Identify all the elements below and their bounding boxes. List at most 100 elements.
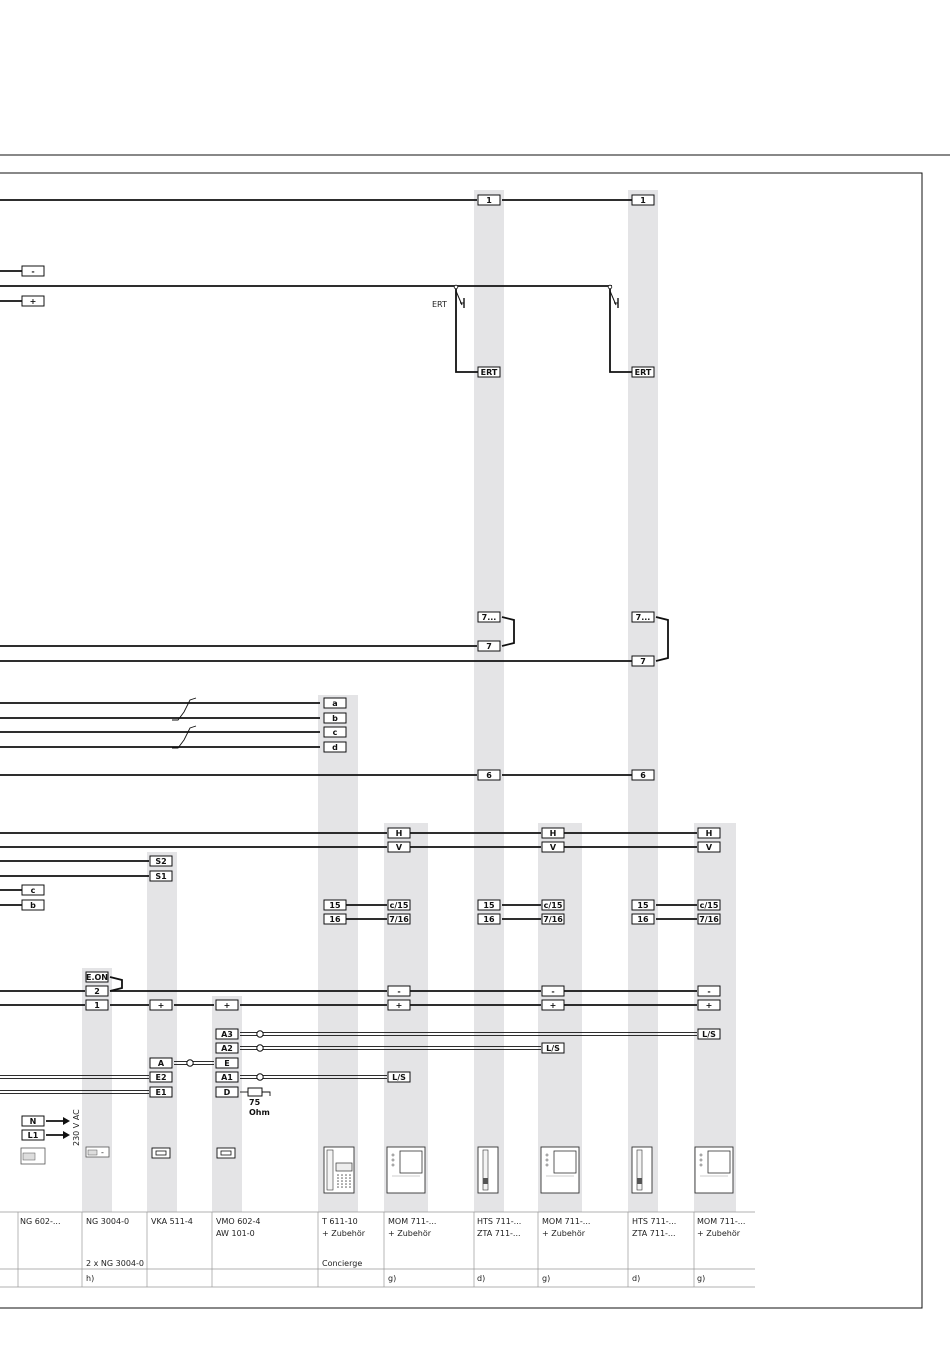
terminal-label: A xyxy=(158,1059,165,1068)
device-sub-t611: Concierge xyxy=(322,1259,362,1268)
psu-small-icon-panel xyxy=(87,1149,98,1156)
terminal-box xyxy=(215,1057,239,1069)
terminal-label: c xyxy=(333,728,338,737)
keypad-dot xyxy=(345,1180,347,1182)
terminal-seven_dots: 7... xyxy=(477,611,501,623)
terminal-label: + xyxy=(550,1001,557,1010)
terminal-box xyxy=(387,899,411,911)
terminal-label: 15 xyxy=(329,901,341,910)
terminal-box xyxy=(323,913,347,925)
terminal-E: E xyxy=(215,1057,239,1069)
terminal-plus: + xyxy=(387,999,411,1011)
terminal-box xyxy=(85,971,109,983)
terminal-label: - xyxy=(551,987,554,996)
terminal-box xyxy=(21,295,45,307)
device-name-mom3: MOM 711-... xyxy=(697,1217,745,1226)
device-name-vka: VKA 511-4 xyxy=(151,1217,193,1226)
psu-icon-panel xyxy=(22,1152,36,1161)
terminal-label: 15 xyxy=(637,901,649,910)
terminal-box xyxy=(21,884,45,896)
device-footnote-hts2: d) xyxy=(632,1274,640,1283)
terminal-box xyxy=(631,769,655,781)
terminal-label: V xyxy=(550,843,557,852)
resistor-unit: Ohm xyxy=(249,1108,270,1117)
mains-l1-arrow-head xyxy=(63,1131,70,1139)
terminal-label: V xyxy=(706,843,713,852)
terminal-label: E2 xyxy=(155,1073,166,1082)
terminal-box xyxy=(477,913,501,925)
terminal-label: + xyxy=(706,1001,713,1010)
terminal-E2: E2 xyxy=(149,1071,173,1083)
terminal-label: A2 xyxy=(221,1044,233,1053)
terminal-box xyxy=(387,913,411,925)
terminal-label: + xyxy=(396,1001,403,1010)
modulator-icon-inner xyxy=(220,1150,232,1156)
terminal-label: 7... xyxy=(482,613,497,622)
terminal-eon: E.ON xyxy=(85,971,109,983)
keypad-dot xyxy=(337,1183,339,1185)
terminal-label: + xyxy=(30,297,37,306)
terminal-box xyxy=(541,899,565,911)
terminal-box xyxy=(323,697,347,709)
device-name2-mom2: + Zubehör xyxy=(542,1229,586,1238)
terminal-box xyxy=(541,841,565,853)
terminal-box xyxy=(149,870,173,882)
terminal-label: E xyxy=(224,1059,229,1068)
device-name2-t611: + Zubehör xyxy=(322,1229,366,1238)
cable-shield xyxy=(186,1059,194,1067)
coupler-icon-inner xyxy=(155,1150,167,1156)
terminal-seven: 7 xyxy=(477,640,501,652)
terminal-box xyxy=(631,899,655,911)
terminal-a: a xyxy=(323,697,347,709)
terminal-E1: E1 xyxy=(149,1086,173,1098)
terminal-six: 6 xyxy=(477,769,501,781)
terminal-LS: L/S xyxy=(387,1071,411,1083)
keypad-dot xyxy=(337,1180,339,1182)
terminal-box xyxy=(215,1086,239,1098)
device-name-ng602: NG 602-... xyxy=(20,1217,61,1226)
terminal-label: S2 xyxy=(155,857,166,866)
terminal-plus: + xyxy=(541,999,565,1011)
terminal-h: H xyxy=(541,827,565,839)
terminal-label: L/S xyxy=(702,1030,716,1039)
device-name2-vmo: AW 101-0 xyxy=(216,1229,255,1238)
terminal-b: b xyxy=(21,899,45,911)
keypad-dot xyxy=(349,1174,351,1176)
device-labels: NG 602-...NG 3004-02 x NG 3004-0h)VKA 51… xyxy=(20,1217,745,1283)
keypad-dot xyxy=(345,1177,347,1179)
terminal-seven: 7 xyxy=(631,655,655,667)
terminal-box xyxy=(697,1028,721,1040)
terminal-six: 6 xyxy=(631,769,655,781)
terminal-label: ERT xyxy=(481,368,498,377)
terminal-fifteen: 15 xyxy=(631,899,655,911)
wire-path xyxy=(262,1091,271,1096)
column-stripe xyxy=(474,190,504,1212)
device-icons: - xyxy=(20,1146,734,1194)
terminal-box xyxy=(477,899,501,911)
column-stripe xyxy=(212,996,242,1212)
terminal-two: 2 xyxy=(85,985,109,997)
terminal-plus: + xyxy=(215,999,239,1011)
terminal-box xyxy=(541,999,565,1011)
keypad-dot xyxy=(337,1174,339,1176)
terminal-box xyxy=(387,985,411,997)
terminal-box xyxy=(541,1042,565,1054)
terminal-box xyxy=(631,194,655,206)
terminal-label: 7/16 xyxy=(543,915,563,924)
cable-shield xyxy=(256,1044,264,1052)
cable-shield xyxy=(256,1030,264,1038)
monitor-button xyxy=(699,1153,703,1157)
terminal-ert: ERT xyxy=(477,366,501,378)
device-name-hts2: HTS 711-... xyxy=(632,1217,676,1226)
terminal-box xyxy=(215,1071,239,1083)
terminal-box xyxy=(477,194,501,206)
terminal-s2: S2 xyxy=(149,855,173,867)
wire-path xyxy=(172,725,197,749)
device-name-vmo: VMO 602-4 xyxy=(216,1217,260,1226)
terminal-box xyxy=(631,655,655,667)
terminal-minus: - xyxy=(387,985,411,997)
terminal-label: c/15 xyxy=(700,901,719,910)
terminal-c: c xyxy=(21,884,45,896)
terminal-label: 7 xyxy=(640,657,646,666)
